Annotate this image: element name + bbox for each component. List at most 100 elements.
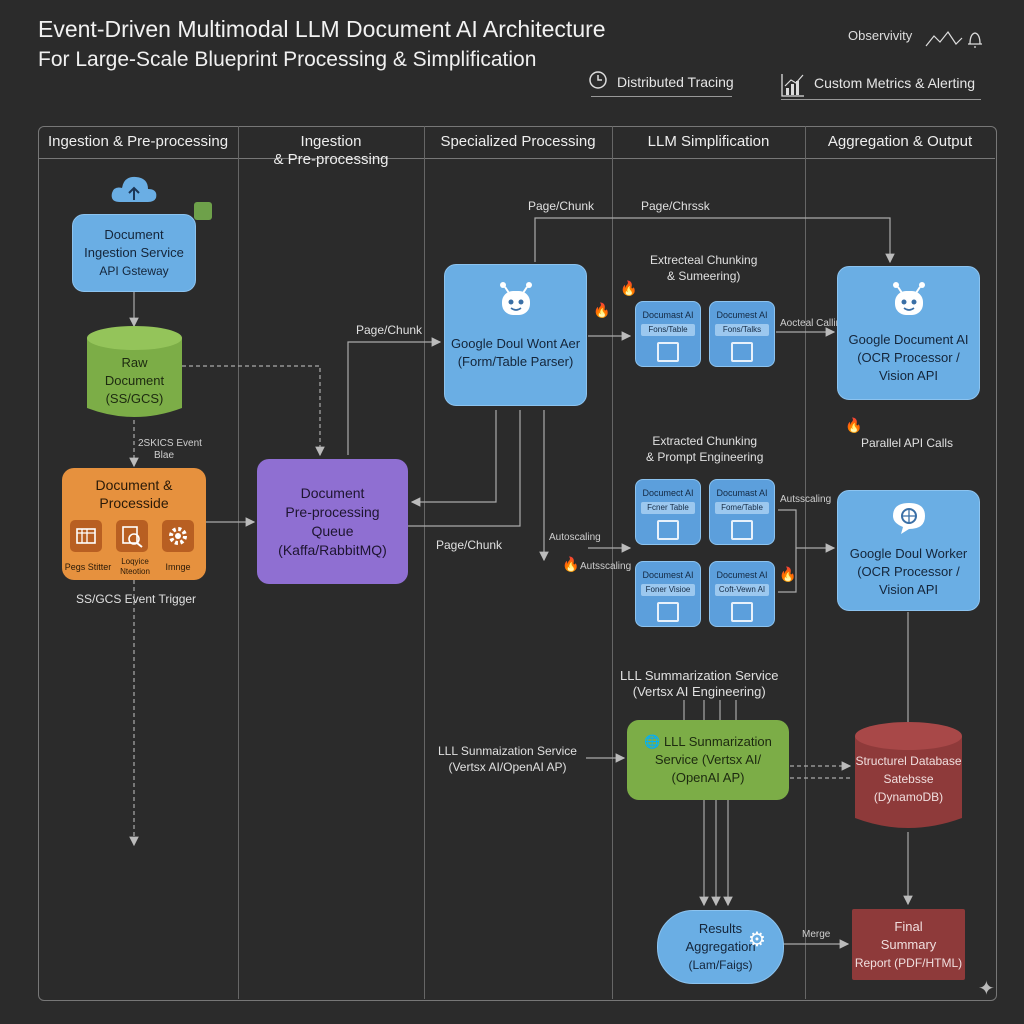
llm-summarization-service[interactable]: 🌐 LLL Sunmarization Service (Vertsx AI/ …: [627, 720, 789, 800]
doc-ai-card[interactable]: Documest AI Foner Visioe: [635, 561, 701, 627]
node-label: Google Document AI: [848, 332, 969, 347]
page-subtitle: For Large-Scale Blueprint Processing & S…: [38, 48, 537, 71]
google-form-parser[interactable]: Google Doul Wont Aer (Form/Table Parser): [444, 264, 587, 406]
node-label: Ingestion Service: [84, 245, 184, 260]
column-header-divider: [38, 158, 995, 159]
node-label: Document &: [95, 477, 173, 493]
doc-ai-card[interactable]: Documest AI Fons/Talks: [709, 301, 775, 367]
flame-icon: 🔥: [562, 556, 580, 572]
waveform-icon: [925, 30, 963, 47]
brain-chat-icon: [892, 503, 925, 534]
merge-label: Merge: [802, 929, 831, 940]
observability-icons: [925, 30, 982, 48]
results-aggregation[interactable]: Results Aggregation (Lam/Faigs): [657, 910, 784, 984]
gateway-icon: [194, 202, 212, 220]
node-label: (Kaffa/RabbitMQ): [278, 541, 387, 558]
metrics-underline: [781, 99, 981, 100]
event-label: 2SKICS Event Blae: [138, 438, 202, 461]
diagram-frame: [38, 126, 997, 1001]
globe-icon: 🌐: [644, 734, 661, 749]
column-header: Specialized Processing: [440, 133, 596, 150]
llm-service-label: LLL Sunmaization Service (Vertsx AI/Open…: [438, 744, 577, 774]
doc-ai-card[interactable]: Documect AI Fcner Table: [635, 479, 701, 545]
arrow: [410, 410, 497, 507]
chunking-label: Extracted Chunking & Prompt Engineering: [646, 434, 764, 464]
arrow: [408, 410, 521, 527]
node-label: Processide: [99, 495, 169, 511]
observability-label: Observivity: [848, 28, 913, 43]
database-cylinder-icon: [87, 326, 182, 417]
llm-service-label: LLL Summarization Service (Vertsx AI Eng…: [620, 668, 779, 699]
column-divider: [805, 126, 806, 999]
node-label: Document: [104, 227, 164, 242]
chunking-label: Extrecteal Chunking & Sumeering): [650, 253, 758, 283]
node-label: Pre-processing: [285, 503, 380, 520]
arrow: [778, 509, 797, 593]
node-label: Service (Vertsx AI/: [654, 752, 762, 767]
google-document-ai-ocr[interactable]: Google Document AI (OCR Processor / Visi…: [837, 266, 980, 400]
doc-ai-card[interactable]: Documast AI Fons/Table: [635, 301, 701, 367]
layout-detection-icon: [116, 520, 148, 552]
node-label: Final: [894, 918, 923, 934]
node-label: Results: [698, 921, 743, 936]
flame-icon: 🔥: [593, 302, 611, 318]
doc-ai-card[interactable]: Documast AI Fome/Table: [709, 479, 775, 545]
final-summary-report[interactable]: Final Summary Report (PDF/HTML): [852, 909, 965, 980]
node-label: Satebsse: [883, 772, 934, 786]
node-label: Report (PDF/HTML): [854, 955, 963, 970]
arrow: [534, 217, 895, 264]
node-label: Google Doul Worker: [849, 546, 968, 561]
flame-icon: 🔥: [620, 280, 638, 296]
node-label: Google Doul Wont Aer: [450, 336, 581, 351]
doc-ai-card[interactable]: Documest AI Coft-Vewn AI: [709, 561, 775, 627]
google-doul-worker[interactable]: Google Doul Worker (OCR Processor / Visi…: [837, 490, 980, 611]
gear-icon: [162, 520, 194, 552]
raw-document-storage[interactable]: Raw Document (SS/GCS): [87, 326, 182, 420]
sparkle-icon: ✦: [978, 978, 995, 1000]
node-label: 🌐 LLL Sunmarization: [644, 734, 772, 749]
flame-icon: 🔥: [779, 566, 797, 582]
database-cylinder-icon: [855, 722, 962, 828]
node-label: API Gsteway: [99, 264, 169, 278]
node-label: Queue: [311, 522, 354, 539]
node-label: Summary: [880, 936, 937, 952]
column-divider: [424, 126, 425, 999]
node-label: Vision API: [878, 582, 939, 597]
node-label: (SS/GCS): [105, 391, 164, 406]
document-ingestion-service[interactable]: Document Ingestion Service API Gsteway: [72, 214, 196, 292]
page-chunk-label: Page/Chrssk: [641, 199, 710, 213]
arrow: [347, 337, 442, 455]
page-chunk-label: Page/Chunk: [528, 199, 595, 213]
autoscaling-label: Autsscaling: [580, 561, 632, 572]
icon-caption: Pegs Stitter: [64, 562, 112, 572]
autoscaling-label: Autsscaling: [780, 494, 832, 505]
custom-metrics-link[interactable]: Custom Metrics & Alerting: [814, 75, 976, 91]
node-label: Document: [104, 373, 165, 388]
tracing-underline: [591, 96, 732, 97]
node-label: (Form/Table Parser): [457, 354, 574, 369]
robot-icon: [892, 282, 925, 315]
node-label: (OpenAI AP): [671, 770, 745, 785]
clock-icon: [589, 71, 607, 89]
cloud-upload-icon: [111, 176, 157, 202]
icon-caption: Loqyice Nteotion: [120, 557, 150, 576]
node-label: Aggregation: [685, 939, 756, 954]
icon-caption: Imnge: [165, 562, 191, 572]
node-label: (OCR Processor /: [857, 350, 960, 365]
node-label: Raw: [121, 355, 148, 370]
node-label: (Lam/Faigs): [688, 958, 753, 972]
flame-icon: 🔥: [845, 417, 863, 433]
column-divider: [238, 126, 239, 999]
gear-icon: ⚙: [748, 929, 766, 951]
structured-database[interactable]: Structurel Database Satebsse (DynamoDB): [855, 722, 962, 832]
event-trigger-label: SS/GCS Event Trigger: [76, 592, 197, 606]
robot-icon: [499, 282, 532, 315]
page-title: Event-Driven Multimodal LLM Document AI …: [38, 16, 606, 42]
page-chunk-label: Page/Chunk: [356, 323, 423, 337]
preprocessing-queue[interactable]: Document Pre-processing Queue (Kaffa/Rab…: [257, 459, 408, 584]
calling-label: Aocteal Calling: [780, 318, 847, 329]
bell-icon: [968, 32, 982, 48]
distributed-tracing-link[interactable]: Distributed Tracing: [617, 74, 734, 90]
node-label: Document: [300, 484, 365, 501]
